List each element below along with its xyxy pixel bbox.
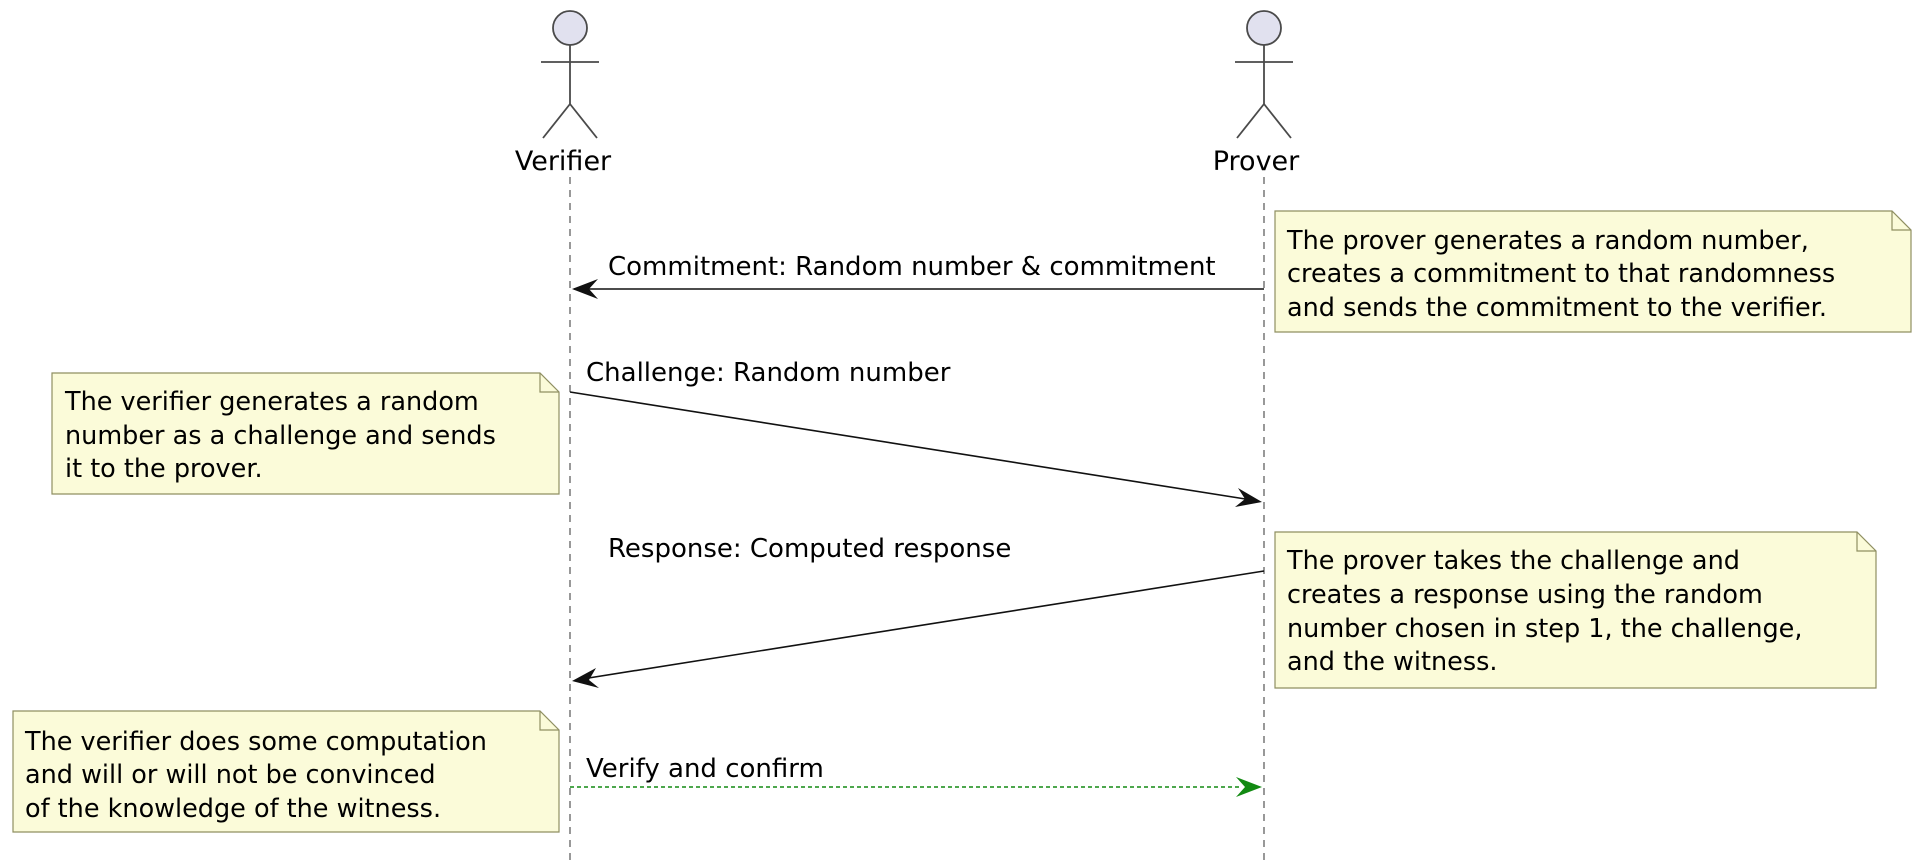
- note-line: creates a commitment to that randomness: [1287, 259, 1835, 289]
- note-line: and will or will not be convinced: [25, 760, 436, 790]
- prover-actor-icon: [1235, 10, 1293, 139]
- verify-confirm-message-label: Verify and confirm: [586, 754, 824, 784]
- note-line: The verifier does some computation: [24, 727, 487, 757]
- response-message: Response: Computed response: [572, 534, 1265, 688]
- note-verifier-challenge: The verifier generates a random number a…: [51, 372, 560, 495]
- note-line: The prover generates a random number,: [1286, 226, 1809, 256]
- note-line: creates a response using the random: [1287, 580, 1763, 610]
- note-prover-commitment: The prover generates a random number, cr…: [1274, 210, 1912, 333]
- prover-actor-label: Prover: [1213, 146, 1300, 177]
- note-verifier-conclusion: The verifier does some computation and w…: [12, 710, 560, 833]
- challenge-message-label: Challenge: Random number: [586, 358, 951, 388]
- verify-confirm-message: Verify and confirm: [570, 754, 1262, 797]
- note-line: and the witness.: [1287, 647, 1498, 677]
- response-arrow-line: [575, 570, 1265, 681]
- arrowhead-left-icon: [572, 668, 599, 688]
- note-line: of the knowledge of the witness.: [25, 794, 441, 824]
- arrowhead-right-icon: [1235, 488, 1262, 507]
- verifier-actor-label: Verifier: [515, 146, 612, 177]
- note-line: The verifier generates a random: [64, 387, 479, 417]
- note-line: it to the prover.: [65, 454, 263, 484]
- note-line: The prover takes the challenge and: [1286, 546, 1740, 576]
- note-line: number as a challenge and sends: [65, 421, 496, 451]
- challenge-message: Challenge: Random number: [569, 358, 1262, 507]
- commitment-message-label: Commitment: Random number & commitment: [608, 252, 1216, 282]
- verifier-actor-icon: [541, 10, 599, 139]
- arrowhead-left-icon: [572, 279, 598, 299]
- response-message-label: Response: Computed response: [608, 534, 1011, 564]
- arrowhead-right-icon: [1236, 777, 1262, 797]
- note-prover-response: The prover takes the challenge and creat…: [1274, 531, 1877, 689]
- commitment-message: Commitment: Random number & commitment: [572, 252, 1264, 299]
- note-line: and sends the commitment to the verifier…: [1287, 293, 1827, 323]
- challenge-arrow-line: [569, 391, 1259, 502]
- note-line: number chosen in step 1, the challenge,: [1287, 614, 1802, 644]
